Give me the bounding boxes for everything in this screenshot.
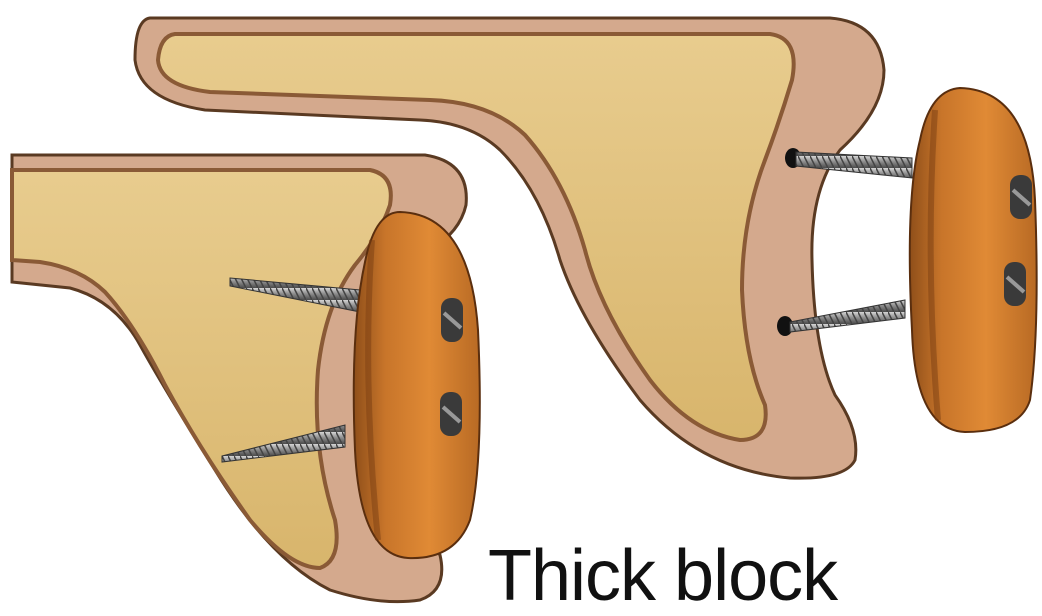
thick-block-left — [354, 212, 480, 558]
caption-label: Thick block — [488, 540, 837, 612]
thick-block-right — [910, 88, 1037, 432]
attached-assembly — [12, 155, 480, 602]
